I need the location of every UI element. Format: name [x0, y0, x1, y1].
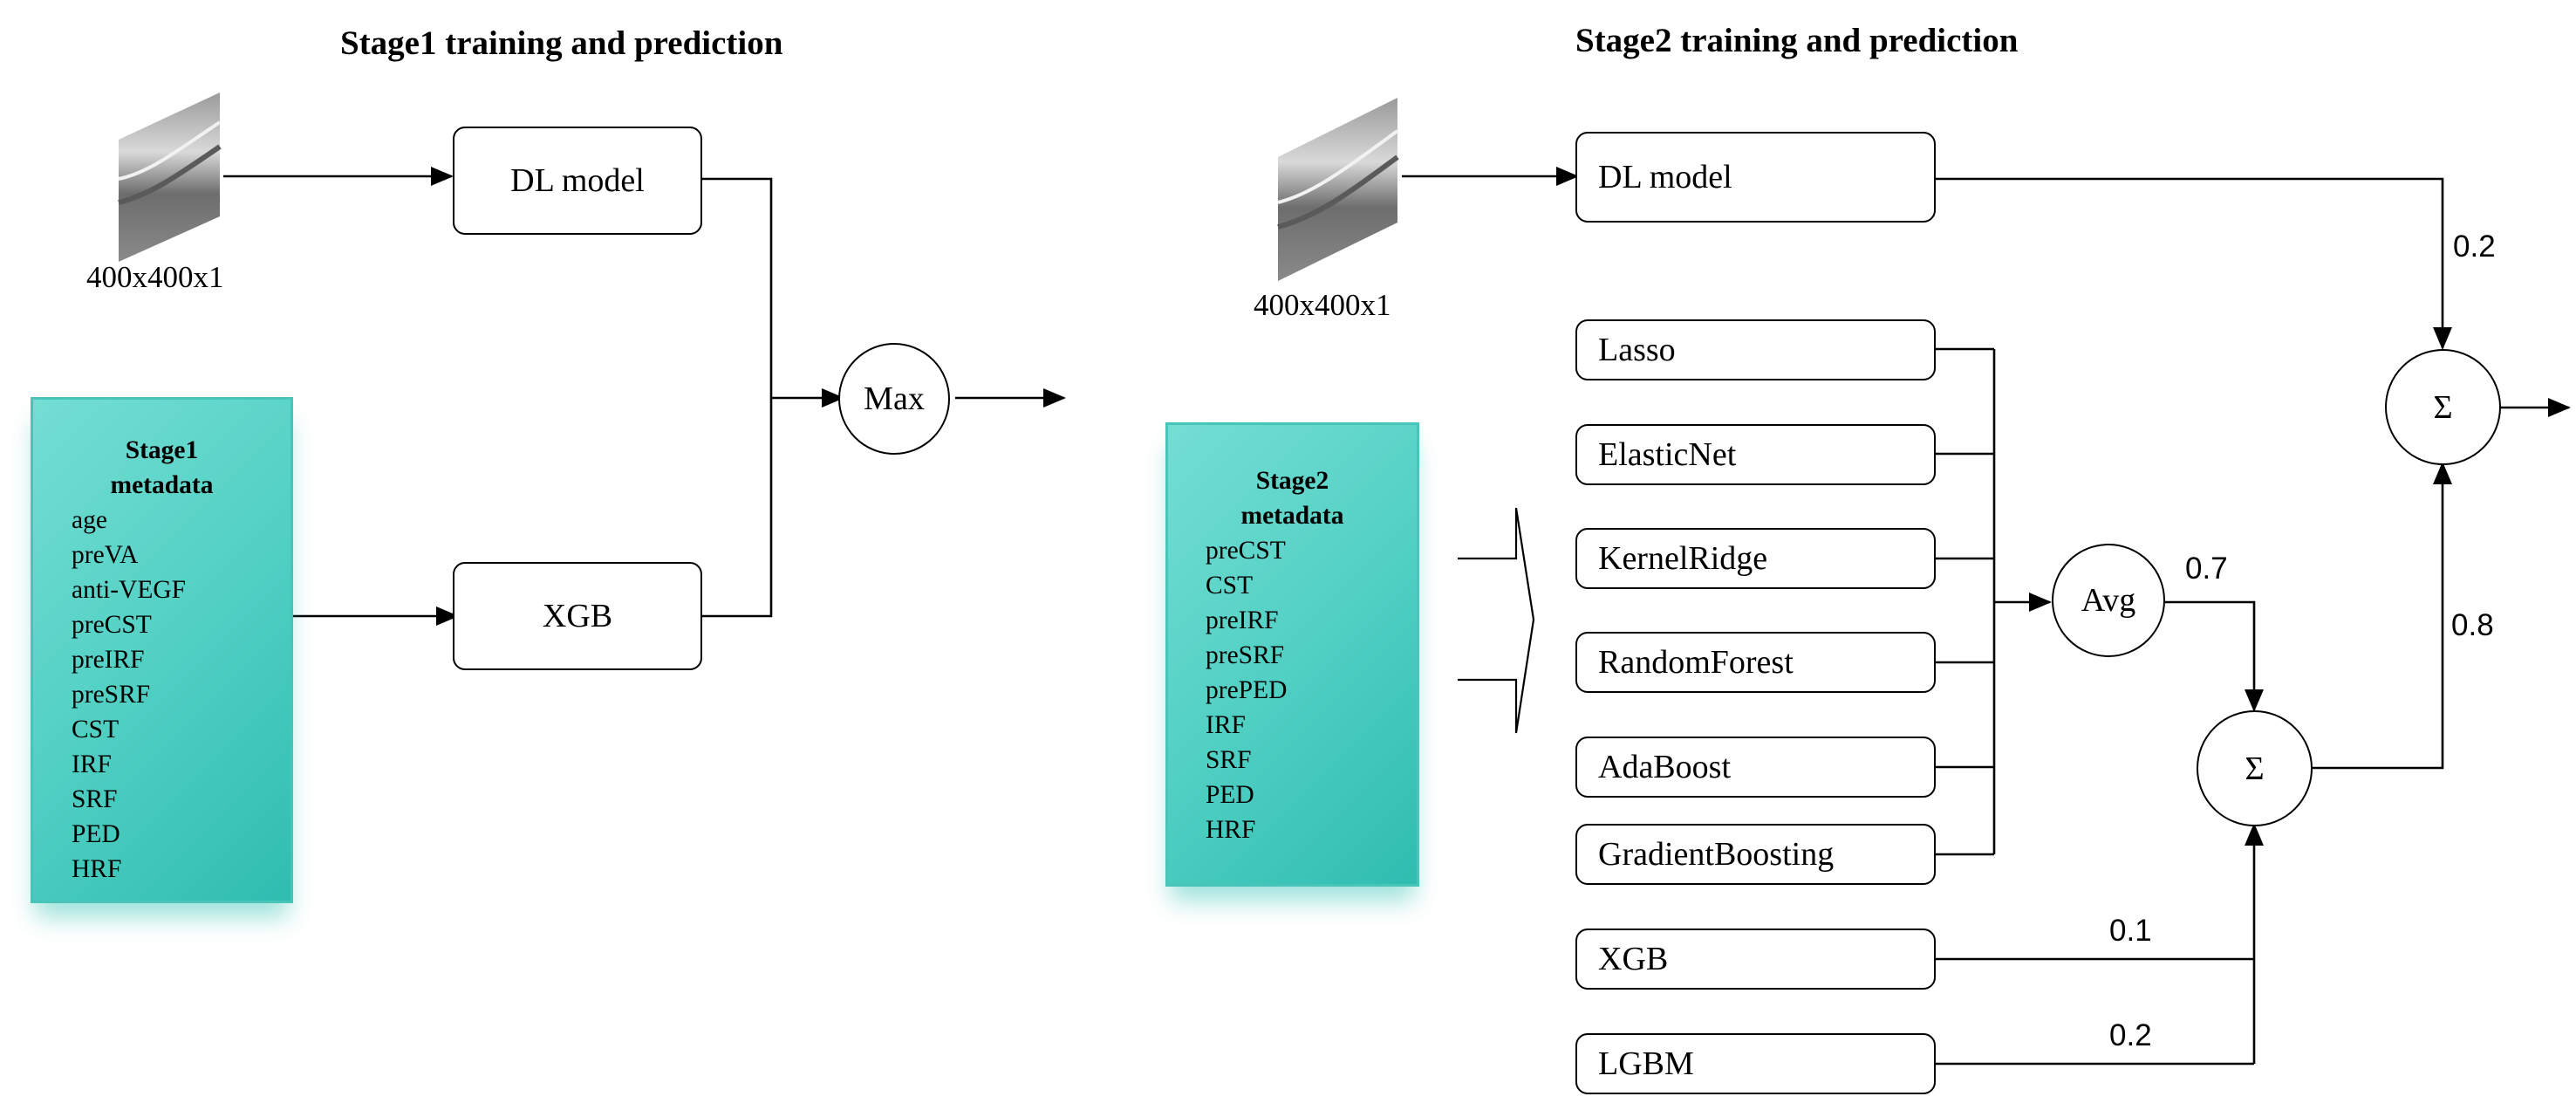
metadata-item: HRF: [1206, 816, 1256, 844]
model-label: ElasticNet: [1598, 436, 1737, 473]
stage1-image-dims: 400x400x1: [86, 260, 224, 294]
metadata-item: preSRF: [72, 681, 151, 709]
stage1-xgb-box: XGB: [453, 562, 702, 670]
stage1-xgb-label: XGB: [542, 598, 613, 634]
stage1-max-node: Max: [838, 343, 950, 455]
model-label: LGBM: [1598, 1045, 1694, 1082]
metadata-item: preCST: [72, 611, 152, 639]
oct-image-stage2: [1277, 98, 1399, 281]
metadata-item: anti-VEGF: [72, 576, 187, 604]
model-label: XGB: [1598, 941, 1669, 977]
stage2-image-dims: 400x400x1: [1254, 288, 1391, 322]
model-box-lgbm: LGBM: [1575, 1033, 1936, 1094]
model-label: Lasso: [1598, 332, 1676, 368]
metadata-item: preSRF: [1206, 641, 1285, 669]
model-box-elasticnet: ElasticNet: [1575, 424, 1936, 485]
metadata-item: age: [72, 506, 107, 534]
sum-symbol: Σ: [2245, 750, 2265, 787]
stage2-metadata-heading-1: Stage2: [1255, 467, 1329, 495]
model-box-kernelridge: KernelRidge: [1575, 528, 1936, 589]
model-label: KernelRidge: [1598, 540, 1768, 577]
model-box-gradientboosting: GradientBoosting: [1575, 824, 1936, 885]
stage1-dl-model-label: DL model: [510, 162, 645, 199]
metadata-item: PED: [1206, 781, 1254, 809]
stage1-metadata-heading-2: metadata: [110, 471, 214, 499]
metadata-item: IRF: [72, 750, 112, 778]
metadata-item: SRF: [72, 785, 118, 813]
sum-node-top: Σ: [2385, 349, 2501, 465]
stage2-metadata-heading-2: metadata: [1240, 502, 1344, 530]
stage2-dl-model-label: DL model: [1598, 159, 1732, 195]
metadata-item: CST: [72, 716, 120, 744]
metadata-item: preIRF: [1206, 606, 1279, 634]
weight-dl: 0.2: [2453, 230, 2496, 264]
metadata-item: HRF: [72, 855, 122, 883]
weight-avg: 0.7: [2185, 552, 2228, 586]
model-label: GradientBoosting: [1598, 836, 1835, 873]
avg-node: Avg: [2052, 544, 2165, 657]
metadata-item: preCST: [1206, 537, 1286, 565]
stage1-dl-model-box: DL model: [453, 127, 702, 235]
metadata-item: CST: [1206, 572, 1254, 600]
stage2-title: Stage2 training and prediction: [1575, 22, 2019, 59]
metadata-item: PED: [72, 820, 120, 848]
model-box-lasso: Lasso: [1575, 319, 1936, 380]
model-box-randomforest: RandomForest: [1575, 632, 1936, 693]
stage1-metadata-heading-1: Stage1: [125, 436, 199, 464]
oct-image-stage1: [118, 93, 222, 262]
metadata-item: preVA: [72, 541, 139, 569]
model-label: AdaBoost: [1598, 749, 1731, 785]
sum-node-middle: Σ: [2197, 710, 2313, 826]
weight-xgb: 0.1: [2109, 914, 2152, 948]
metadata-item: prePED: [1206, 676, 1288, 704]
weight-ensemble: 0.8: [2451, 608, 2494, 642]
stage2-dl-model-box: DL model: [1575, 132, 1936, 223]
model-label: RandomForest: [1598, 644, 1794, 681]
weight-lgbm: 0.2: [2109, 1018, 2152, 1052]
stage1-metadata-panel: Stage1 metadata age preVA anti-VEGF preC…: [31, 397, 293, 903]
metadata-item: SRF: [1206, 746, 1252, 774]
model-box-xgb: XGB: [1575, 929, 1936, 990]
stage1-max-label: Max: [864, 380, 925, 417]
avg-label: Avg: [2081, 582, 2136, 619]
stage2-metadata-panel: Stage2 metadata preCST CST preIRF preSRF…: [1165, 422, 1419, 887]
model-box-adaboost: AdaBoost: [1575, 737, 1936, 798]
metadata-item: preIRF: [72, 646, 145, 674]
metadata-item: IRF: [1206, 711, 1246, 739]
sum-symbol: Σ: [2433, 388, 2453, 426]
stage1-title: Stage1 training and prediction: [340, 24, 783, 62]
